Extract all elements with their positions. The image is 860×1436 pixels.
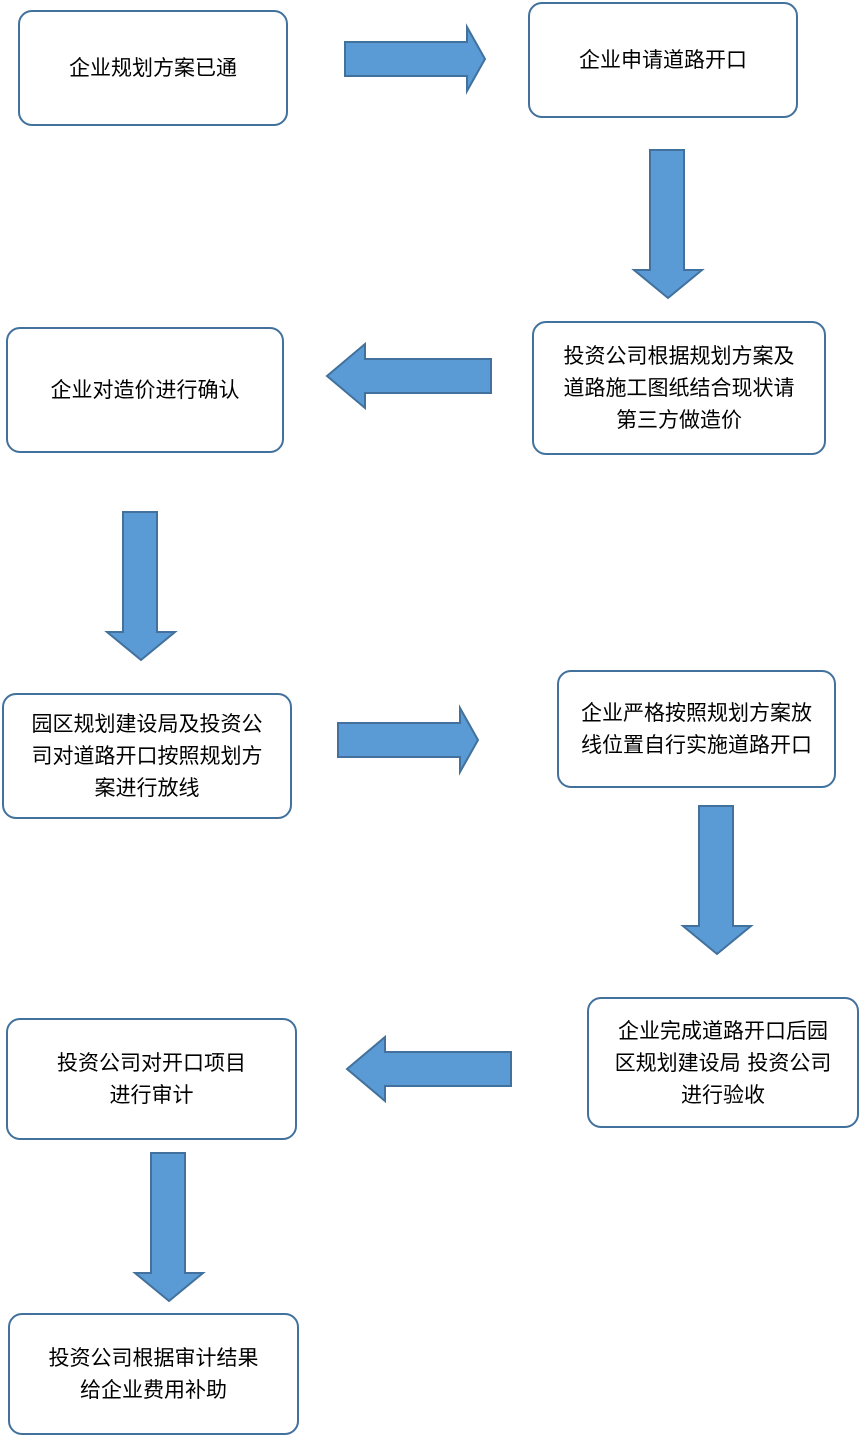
- step-plan-approved: 企业规划方案已通: [18, 10, 288, 126]
- step-apply-road-opening-label: 企业申请道路开口: [579, 48, 747, 72]
- step-implement-opening-label: 企业严格按照规划方案放线位置自行实施道路开口: [581, 701, 812, 757]
- step-third-party-cost-label: 投资公司根据规划方案及道路施工图纸结合现状请第三方做造价: [563, 344, 795, 432]
- step-audit: 投资公司对开口项目进行审计: [6, 1018, 297, 1140]
- arrow-left-icon: [325, 341, 492, 411]
- step-subsidy-label: 投资公司根据审计结果给企业费用补助: [48, 1346, 259, 1402]
- step-acceptance-label: 企业完成道路开口后园区规划建设局 投资公司进行验收: [614, 1018, 832, 1107]
- step-apply-road-opening: 企业申请道路开口: [528, 2, 798, 118]
- step-audit-label: 投资公司对开口项目进行审计: [57, 1051, 246, 1107]
- arrow-right-icon: [337, 704, 480, 776]
- arrow-left-icon: [345, 1034, 512, 1104]
- step-confirm-cost: 企业对造价进行确认: [6, 327, 284, 453]
- arrow-down-icon: [132, 1152, 206, 1303]
- step-stakeout: 园区规划建设局及投资公司对道路开口按照规划方案进行放线: [2, 693, 292, 819]
- step-implement-opening: 企业严格按照规划方案放线位置自行实施道路开口: [557, 670, 836, 788]
- step-acceptance: 企业完成道路开口后园区规划建设局 投资公司进行验收: [587, 997, 859, 1128]
- step-subsidy: 投资公司根据审计结果给企业费用补助: [8, 1313, 299, 1435]
- arrow-down-icon: [104, 511, 178, 662]
- arrow-down-icon: [680, 805, 754, 956]
- step-plan-approved-label: 企业规划方案已通: [69, 56, 237, 80]
- step-third-party-cost: 投资公司根据规划方案及道路施工图纸结合现状请第三方做造价: [532, 321, 826, 455]
- step-stakeout-label: 园区规划建设局及投资公司对道路开口按照规划方案进行放线: [31, 712, 263, 800]
- arrow-right-icon: [344, 23, 487, 95]
- arrow-down-icon: [631, 149, 705, 300]
- step-confirm-cost-label: 企业对造价进行确认: [50, 378, 240, 402]
